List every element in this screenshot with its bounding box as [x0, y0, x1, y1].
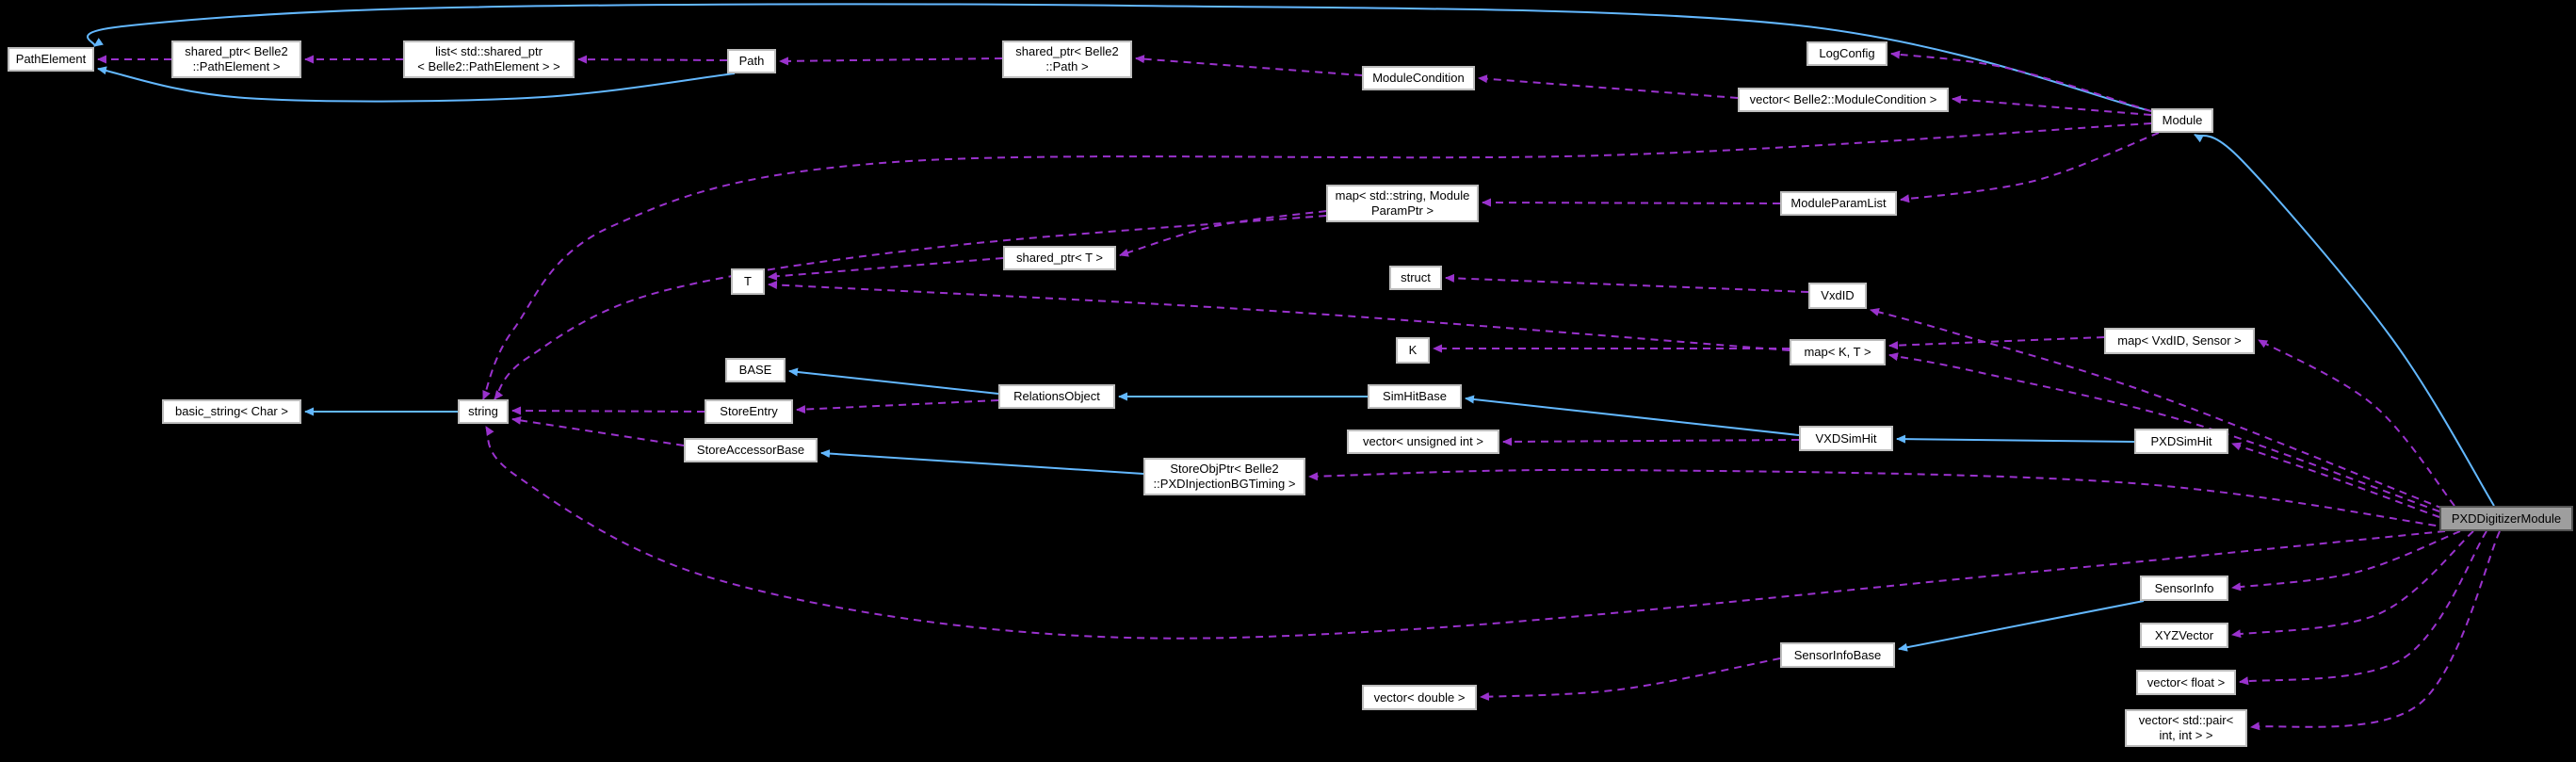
edge-sensor_info-to-sensor_info_base [1898, 600, 2145, 652]
node-t[interactable]: T [731, 268, 765, 295]
node-store_accessor[interactable]: StoreAccessorBase [684, 438, 818, 462]
node-basic_string[interactable]: basic_string< Char > [162, 399, 301, 424]
edge-vec_mc-to-module_condition [1478, 74, 1739, 99]
edge-pxd_digitizer-to-sensor_info [2231, 530, 2461, 592]
node-k[interactable]: K [1396, 337, 1430, 364]
node-pxd_digitizer: PXDDigitizerModule [2439, 506, 2573, 531]
edge-sp_path-to-path [779, 57, 1003, 66]
node-sp_path[interactable]: shared_ptr< Belle2 ::Path > [1002, 41, 1132, 78]
edge-pxd_digitizer-to-module [2194, 134, 2495, 507]
edge-sensor_info_base-to-vec_double [1480, 657, 1781, 702]
edge-module-to-module_param_list [1900, 132, 2160, 203]
edge-pxd_digitizer-to-store_objptr [1308, 468, 2450, 528]
edge-pxd_digitizer-to-vec_pair [2250, 530, 2501, 731]
node-relations_object[interactable]: RelationsObject [998, 384, 1115, 409]
node-map_str[interactable]: map< std::string, Module ParamPtr > [1326, 185, 1479, 222]
edge-pxd_digitizer-to-map_kt [1888, 352, 2440, 512]
node-xyzvector[interactable]: XYZVector [2140, 623, 2228, 648]
edge-module-to-vec_mc [1952, 95, 2152, 116]
edge-pxd_digitizer-to-xyzvector [2231, 530, 2474, 639]
node-path_element[interactable]: PathElement [8, 47, 94, 72]
node-store_objptr[interactable]: StoreObjPtr< Belle2 ::PXDInjectionBGTimi… [1143, 458, 1305, 495]
edge-module-to-string [482, 122, 2152, 400]
node-vec_mc[interactable]: vector< Belle2::ModuleCondition > [1738, 88, 1949, 112]
node-store_entry[interactable]: StoreEntry [705, 399, 793, 424]
edge-relations_object-to-store_entry [796, 399, 999, 414]
node-sp_t[interactable]: shared_ptr< T > [1003, 246, 1116, 270]
edge-map_str-to-sp_t [1119, 210, 1327, 257]
edge-module-to-log_config [1890, 50, 2152, 112]
node-module_param_list[interactable]: ModuleParamList [1780, 191, 1897, 216]
edge-vxdid-to-struct [1445, 273, 1809, 293]
edge-map_vs-to-map_kt [1888, 336, 2105, 350]
node-pxd_simhit[interactable]: PXDSimHit [2134, 429, 2228, 454]
edge-relations_object-to-base [788, 367, 999, 395]
node-vec_double[interactable]: vector< double > [1362, 685, 1477, 710]
edge-map_str-to-string [494, 215, 1327, 400]
node-log_config[interactable]: LogConfig [1806, 41, 1887, 66]
node-module[interactable]: Module [2151, 108, 2213, 133]
node-base[interactable]: BASE [725, 358, 786, 382]
edge-pxd_digitizer-to-vec_float [2239, 530, 2487, 686]
edge-vxd_simhit-to-vec_uint [1502, 437, 1800, 446]
edge-pxd_simhit-to-vxd_simhit [1896, 434, 2135, 444]
edge-pxd_digitizer-to-vxdid [1870, 308, 2444, 510]
edge-sp_t-to-t [768, 257, 1004, 281]
edge-module_condition-to-sp_path [1135, 55, 1363, 76]
edge-pxd_digitizer-to-pxd_simhit [2231, 442, 2440, 518]
edge-path-to-list_pe [577, 55, 728, 64]
node-vec_uint[interactable]: vector< unsigned int > [1347, 430, 1499, 454]
node-simhit_base[interactable]: SimHitBase [1368, 384, 1462, 409]
node-sp_pathelement[interactable]: shared_ptr< Belle2 ::PathElement > [171, 41, 301, 78]
node-struct[interactable]: struct [1389, 266, 1442, 290]
edge-store_objptr-to-store_accessor [820, 449, 1144, 475]
edge-map_kt-to-t [768, 280, 1790, 351]
edge-store_accessor-to-string [511, 415, 685, 446]
node-vec_float[interactable]: vector< float > [2136, 670, 2236, 695]
node-module_condition[interactable]: ModuleCondition [1362, 66, 1475, 90]
node-sensor_info_base[interactable]: SensorInfoBase [1780, 642, 1895, 668]
edge-path-to-path_element [97, 66, 736, 103]
edge-pxd_digitizer-to-map_vs [2258, 339, 2455, 507]
edge-vxd_simhit-to-simhit_base [1465, 395, 1800, 436]
node-vxdid[interactable]: VxdID [1808, 283, 1867, 309]
edge-store_entry-to-string [511, 406, 705, 415]
edge-pxd_digitizer-to-string [485, 426, 2446, 640]
node-vec_pair[interactable]: vector< std::pair< int, int > > [2125, 709, 2247, 747]
node-map_vs[interactable]: map< VxdID, Sensor > [2104, 328, 2255, 354]
node-path[interactable]: Path [727, 49, 776, 73]
node-vxd_simhit[interactable]: VXDSimHit [1799, 426, 1893, 451]
edge-module-to-path_element [87, 3, 2152, 112]
node-map_kt[interactable]: map< K, T > [1790, 339, 1886, 365]
node-string[interactable]: string [458, 399, 509, 424]
node-list_pe[interactable]: list< std::shared_ptr < Belle2::PathElem… [403, 41, 575, 78]
node-sensor_info[interactable]: SensorInfo [2140, 576, 2228, 601]
